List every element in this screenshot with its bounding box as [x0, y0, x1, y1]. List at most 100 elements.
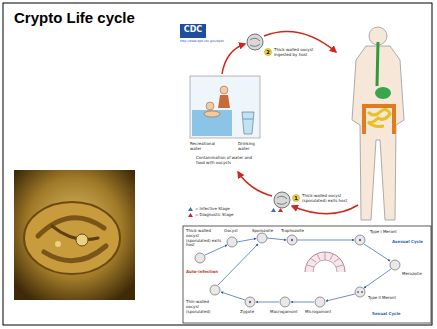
stage-arrow [297, 240, 354, 241]
callout-disc [293, 195, 300, 202]
person-head [220, 86, 228, 94]
stage-arrow [256, 302, 279, 303]
stage-arrow [364, 269, 391, 288]
stage-label: Trophozoite [281, 229, 309, 234]
stage-label: Merozoite [402, 272, 430, 277]
water-level [243, 118, 253, 120]
small-intestine [368, 109, 390, 126]
slide-title: Crypto Life cycle [14, 9, 135, 27]
swimmer-head [206, 102, 214, 110]
stage-arrow [291, 302, 314, 303]
stage-cell [355, 287, 365, 297]
oocyst [247, 34, 263, 50]
cycle-panel [183, 226, 431, 323]
diagnostic-mark [278, 208, 283, 212]
stage-label: Microgamont [305, 310, 335, 315]
stage-label: Sporozoite [252, 229, 278, 234]
stage-cell [245, 297, 255, 307]
cell-borders [307, 252, 343, 267]
scene-label: Drinking water [238, 142, 262, 152]
stage-arrow [221, 292, 245, 300]
stage-cell [355, 235, 365, 245]
stage-label: Oocyst [224, 229, 246, 234]
legend-triangle [188, 213, 193, 217]
stage-cell [315, 297, 325, 307]
large-intestine [364, 106, 394, 134]
stomach [375, 87, 391, 99]
cycle-arrow [292, 205, 358, 214]
epithelium [305, 252, 345, 272]
stage-label: Type II Meront [368, 296, 398, 301]
oocyst-exits [271, 192, 290, 212]
oocyst-wall [24, 202, 120, 274]
callout-number: 1 [293, 196, 300, 201]
epithelium-arc [313, 260, 337, 272]
stage-nuclei [249, 239, 363, 303]
stage-label: Thick-walled oocyst ingested by host [274, 48, 322, 58]
callout-disc [265, 49, 272, 56]
person-body [218, 95, 230, 108]
stage-cell [210, 285, 220, 295]
epithelium-arc [305, 252, 345, 272]
stage-arrow [364, 244, 390, 261]
scene-frame [190, 76, 260, 138]
stage-arrows [205, 238, 391, 302]
pool [192, 110, 232, 136]
infective-mark [271, 208, 276, 212]
cycle-label: Asexual Cycle [392, 240, 430, 245]
scene-label: Contamination of water and food with ooc… [196, 156, 258, 166]
swimmer-body [204, 111, 220, 117]
oocyst [274, 192, 290, 208]
scene-label: Recreational water [190, 142, 224, 152]
stage-label: Macrogamont [270, 310, 302, 315]
stage-label: Thick-walled oocyst (sporulated) exits h… [186, 229, 222, 248]
slide-border [3, 3, 432, 325]
legend-text: = Diagnostic Stage [195, 212, 234, 217]
cycle-label: Auto-infection [186, 270, 224, 275]
legend-text: = Infective Stage [195, 206, 230, 211]
oocyst-photo [14, 170, 135, 300]
cycle-arrow [222, 44, 245, 74]
logo-text: CDC [180, 26, 206, 34]
nucleus [361, 291, 363, 293]
residual-body [76, 234, 88, 246]
photo-ground [14, 170, 135, 300]
stage-arrow [237, 239, 256, 243]
cycle-label: Sexual Cycle [372, 312, 412, 317]
stage-arrow [205, 245, 227, 255]
stage-label: Thick-walled oocyst (sporulated) exits h… [302, 194, 356, 204]
oocyst-ingested [247, 34, 263, 50]
nucleus [249, 301, 251, 303]
stage-cell [280, 297, 290, 307]
logo-box [180, 24, 206, 38]
legend-item: = Infective Stage [195, 207, 230, 212]
oocyst-sporozoites [277, 196, 287, 204]
esophagus [377, 42, 378, 86]
sporozoite [44, 246, 106, 261]
url-text: http://www.dpd.cdc.gov/dpdx [180, 40, 240, 43]
stage-arrow [326, 294, 355, 301]
legend-triangle [188, 207, 193, 211]
sporozoite [38, 218, 104, 236]
stage-arrow [218, 244, 258, 285]
human-figure [352, 27, 404, 220]
stage-cell [195, 253, 205, 263]
cycle-arrow [238, 172, 272, 196]
stage-label: Thin-walled oocyst (sporulated) [186, 300, 216, 314]
stage-cell [257, 233, 267, 243]
stage-cell [227, 237, 237, 247]
stage-cell [390, 260, 400, 270]
oocyst-sporozoites [250, 38, 260, 46]
nucleus [291, 239, 293, 241]
stage-arrow [267, 238, 286, 240]
stage-cell [287, 235, 297, 245]
stage-label: Type I Meront [370, 230, 410, 235]
water-scene [190, 76, 260, 138]
callout-number: 2 [265, 50, 272, 55]
sporozoite [52, 226, 98, 240]
nucleus [357, 291, 359, 293]
stage-cells [195, 233, 400, 307]
granule [55, 241, 61, 247]
legend-item: = Diagnostic Stage [195, 213, 234, 218]
